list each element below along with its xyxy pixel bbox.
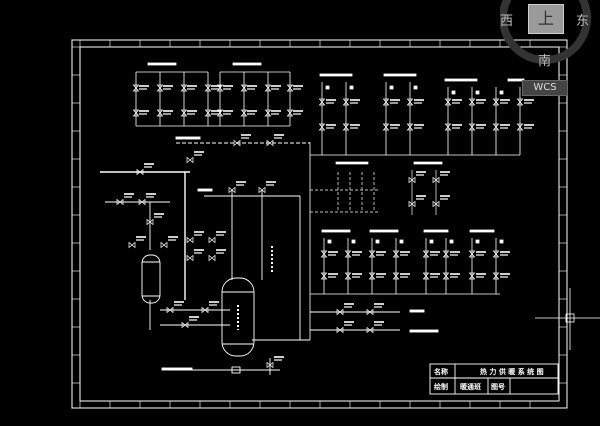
middle-dashed-branches: [310, 161, 443, 215]
title-label-drawn: 绘制: [434, 383, 448, 391]
title-label-number: 图号: [491, 383, 505, 391]
drawing-frame: [71, 39, 568, 409]
viewcube-east[interactable]: 东: [576, 14, 590, 29]
upper-right-manifolds: [309, 73, 534, 340]
viewcube-west[interactable]: 西: [500, 14, 514, 29]
viewcube-ring: [500, 0, 591, 64]
viewcube-south[interactable]: 南: [538, 54, 552, 69]
title-label-name: 名称: [434, 368, 448, 376]
viewcube[interactable]: 上 西 东 南: [500, 0, 600, 75]
valve-symbols: [116, 134, 450, 369]
lower-right-manifolds: [310, 229, 510, 295]
main-piping: [100, 136, 439, 375]
upper-left-manifolds: [132, 62, 303, 127]
title-value-drawn: 暖通班: [460, 383, 481, 391]
wcs-menu-button[interactable]: WCS: [522, 80, 568, 96]
frame-grid-ticks: [72, 40, 567, 408]
title-block: [429, 363, 559, 395]
viewcube-top-face[interactable]: 上: [528, 4, 564, 34]
drawing-title: 热 力 供 暖 系 统 图: [480, 368, 544, 376]
cursor-crosshair: [535, 288, 600, 350]
